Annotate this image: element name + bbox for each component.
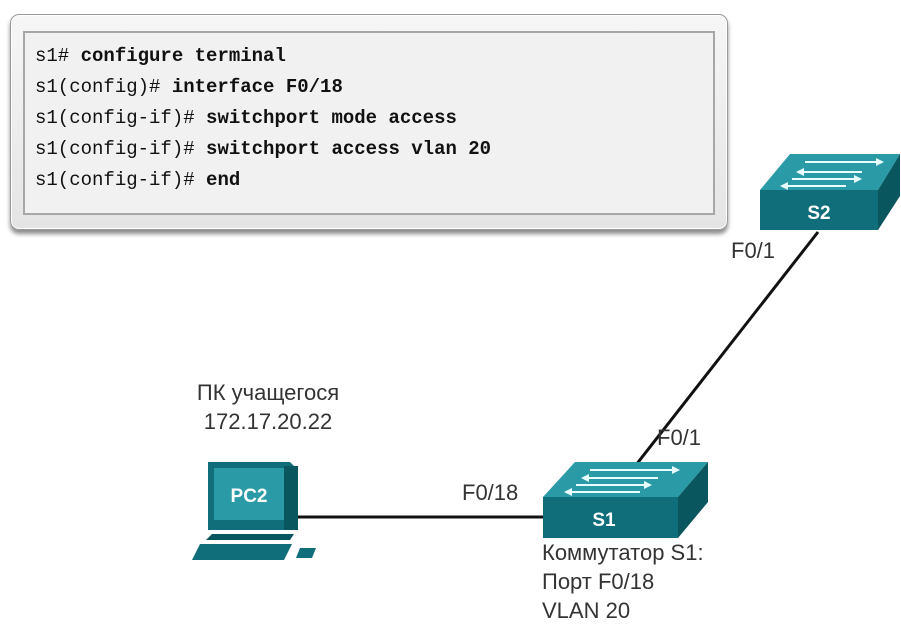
cli-line: s1(config)# interface F0/18 [35, 72, 713, 103]
cli-prompt: s1(config)# [35, 76, 161, 98]
port-label-s2-f01: F0/1 [731, 238, 776, 263]
switch-s1-label: S1 [592, 510, 616, 531]
cli-command: interface F0/18 [160, 76, 343, 98]
link-s1-s2 [630, 231, 820, 471]
switch-info-port: Порт F0/18 [542, 569, 655, 594]
pc2-keyboard [192, 544, 292, 560]
cli-prompt: s1(config-if)# [35, 107, 195, 129]
cli-line: s1(config-if)# end [35, 165, 713, 196]
switch-info-vlan: VLAN 20 [542, 598, 631, 623]
switch-s1-info: Коммутатор S1: Порт F0/18 VLAN 20 [542, 538, 704, 625]
cli-line: s1(config-if)# switchport access vlan 20 [35, 134, 713, 165]
cli-line: s1(config-if)# switchport mode access [35, 103, 713, 134]
switch-s2[interactable]: S2 [760, 154, 900, 230]
cli-prompt: s1(config-if)# [35, 169, 195, 191]
pc2-stand [206, 534, 294, 540]
cli-terminal: s1# configure terminal s1(config)# inter… [23, 31, 715, 215]
pc2-screen [214, 468, 284, 520]
cli-prompt: s1# [35, 45, 70, 67]
switch-s2-label: S2 [807, 203, 830, 224]
pc-ip-address: 172.17.20.22 [203, 409, 333, 434]
switch-arrows-icon [780, 158, 884, 190]
port-label-s1-f01: F0/1 [657, 425, 702, 450]
pc2-label: PC2 [231, 486, 268, 507]
cli-prompt: s1(config-if)# [35, 138, 195, 160]
pc-info: ПК учащегося 172.17.20.22 [170, 378, 366, 436]
cli-line: s1# configure terminal [35, 41, 713, 72]
cli-command: end [194, 169, 241, 191]
pc2-monitor-side [284, 466, 298, 530]
switch-s1-front [543, 497, 678, 538]
switch-arrows-icon [564, 466, 680, 496]
cli-command: configure terminal [69, 45, 286, 67]
switch-s2-side [878, 154, 900, 230]
port-label-s1-f018: F0/18 [462, 480, 519, 505]
pc2-mouse [296, 548, 316, 558]
cli-panel: s1# configure terminal s1(config)# inter… [10, 14, 728, 230]
cli-command: switchport mode access [194, 107, 457, 129]
switch-s2-front [760, 190, 878, 230]
cli-command: switchport access vlan 20 [194, 138, 492, 160]
switch-s1[interactable]: S1 [543, 462, 708, 538]
switch-info-title: Коммутатор S1: [542, 540, 704, 565]
switch-s1-side [678, 462, 708, 538]
pc2-computer[interactable]: PC2 [192, 462, 316, 560]
pc-name: ПК учащегося [196, 380, 340, 405]
